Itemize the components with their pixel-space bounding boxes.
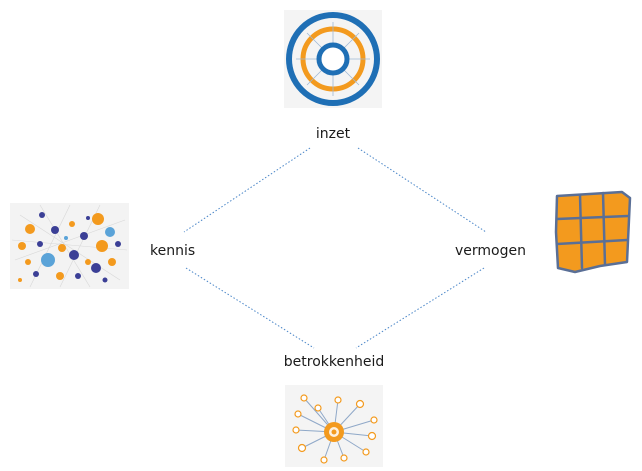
label-inzet: inzet (316, 126, 351, 142)
connector-top-left (183, 147, 311, 233)
connectors (183, 147, 487, 349)
label-betrokkenheid: betrokkenheid (284, 354, 384, 370)
connector-left-bottom (185, 267, 315, 349)
hub-network-icon (285, 385, 383, 467)
label-kennis: kennis (150, 243, 195, 259)
knowledge-network-icon (10, 203, 129, 289)
connector-right-bottom (355, 267, 485, 349)
label-vermogen: vermogen (455, 243, 526, 259)
target-rings-icon (284, 10, 382, 108)
connector-top-right (357, 147, 487, 233)
orange-grid-icon (554, 190, 632, 274)
